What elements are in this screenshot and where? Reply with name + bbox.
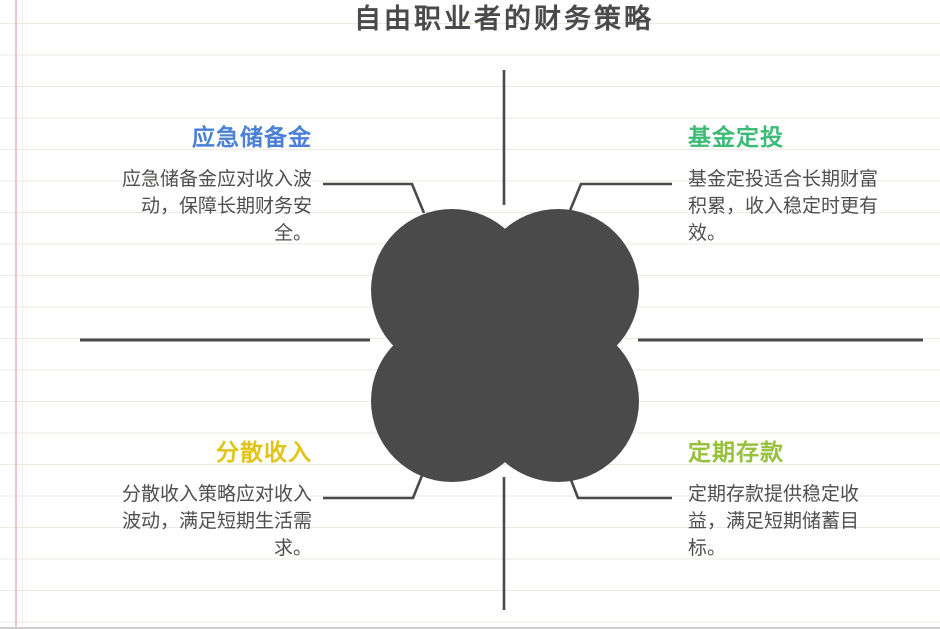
- section-body-income-diversification: 分散收入策略应对收入 波动，满足短期生活需 求。: [121, 484, 312, 559]
- diagram-title: 自由职业者的财务策略: [354, 4, 654, 34]
- section-income-diversification: 分散收入 分散收入策略应对收入 波动，满足短期生活需 求。: [107, 438, 312, 562]
- section-body-time-deposit: 定期存款提供稳定收 益，满足短期储蓄目 标。: [688, 484, 860, 559]
- section-heading-emergency-fund: 应急储备金: [192, 125, 312, 150]
- section-heading-income-diversification: 分散收入: [216, 440, 312, 465]
- connector-line-top-right: [567, 182, 672, 214]
- section-emergency-fund: 应急储备金 应急储备金应对收入波 动，保障长期财务安 全。: [107, 123, 312, 247]
- section-time-deposit: 定期存款 定期存款提供稳定收 益，满足短期储蓄目 标。: [688, 438, 893, 562]
- page-bottom-edge: [0, 627, 940, 629]
- clover-petal-top-right: [477, 209, 639, 371]
- connector-line-bottom-left: [323, 467, 427, 500]
- notebook-margin-line-secondary: [22, 0, 23, 627]
- connector-line-top-left: [323, 182, 426, 214]
- section-body-emergency-fund: 应急储备金应对收入波 动，保障长期财务安 全。: [121, 169, 312, 244]
- clover-petal-bottom-right: [477, 320, 639, 482]
- clover-shape: [371, 209, 639, 482]
- section-heading-time-deposit: 定期存款: [688, 440, 784, 465]
- section-fund-investing: 基金定投 基金定投适合长期财富 积累，收入稳定时更有 效。: [688, 123, 893, 247]
- section-heading-fund-investing: 基金定投: [688, 125, 784, 150]
- section-body-fund-investing: 基金定投适合长期财富 积累，收入稳定时更有 效。: [688, 169, 879, 244]
- notebook-margin-line: [15, 0, 17, 627]
